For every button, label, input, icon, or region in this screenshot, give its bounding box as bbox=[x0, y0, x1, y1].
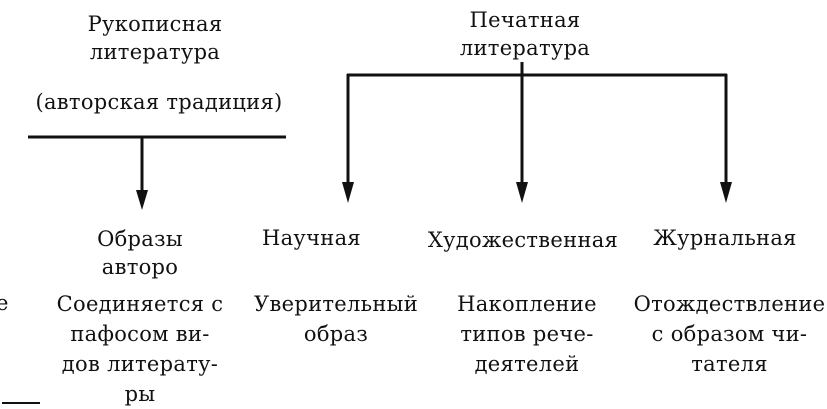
left-branch-arrowhead bbox=[136, 190, 148, 210]
arrowhead-zhurnalnaya bbox=[720, 182, 732, 203]
child-desc-zhurnalnaya: Отождествление с образом чи- тателя bbox=[633, 292, 826, 376]
arrowhead-khudozhestvennaya bbox=[516, 182, 528, 203]
child-label-zhurnalnaya: Журнальная bbox=[653, 226, 797, 250]
edge-fragment: е bbox=[0, 291, 9, 315]
left-child-label: Образы авторо bbox=[97, 227, 183, 279]
child-label-khudozhestvennaya: Художественная bbox=[427, 228, 619, 252]
left-child-desc: Соединяется с пафосом ви- дов литерату- … bbox=[56, 292, 224, 406]
child-desc-khudozhestvennaya: Накопление типов рече- деятелей bbox=[457, 292, 597, 376]
child-desc-nauchnaya: Уверительный образ bbox=[254, 292, 418, 346]
left-branch-subtitle: (авторская традиция) bbox=[35, 90, 283, 114]
arrowhead-nauchnaya bbox=[342, 182, 354, 203]
left-branch-title: Рукописная литература bbox=[87, 12, 223, 64]
right-branch-title: Печатная литература bbox=[459, 8, 591, 60]
child-label-nauchnaya: Научная bbox=[262, 226, 361, 250]
